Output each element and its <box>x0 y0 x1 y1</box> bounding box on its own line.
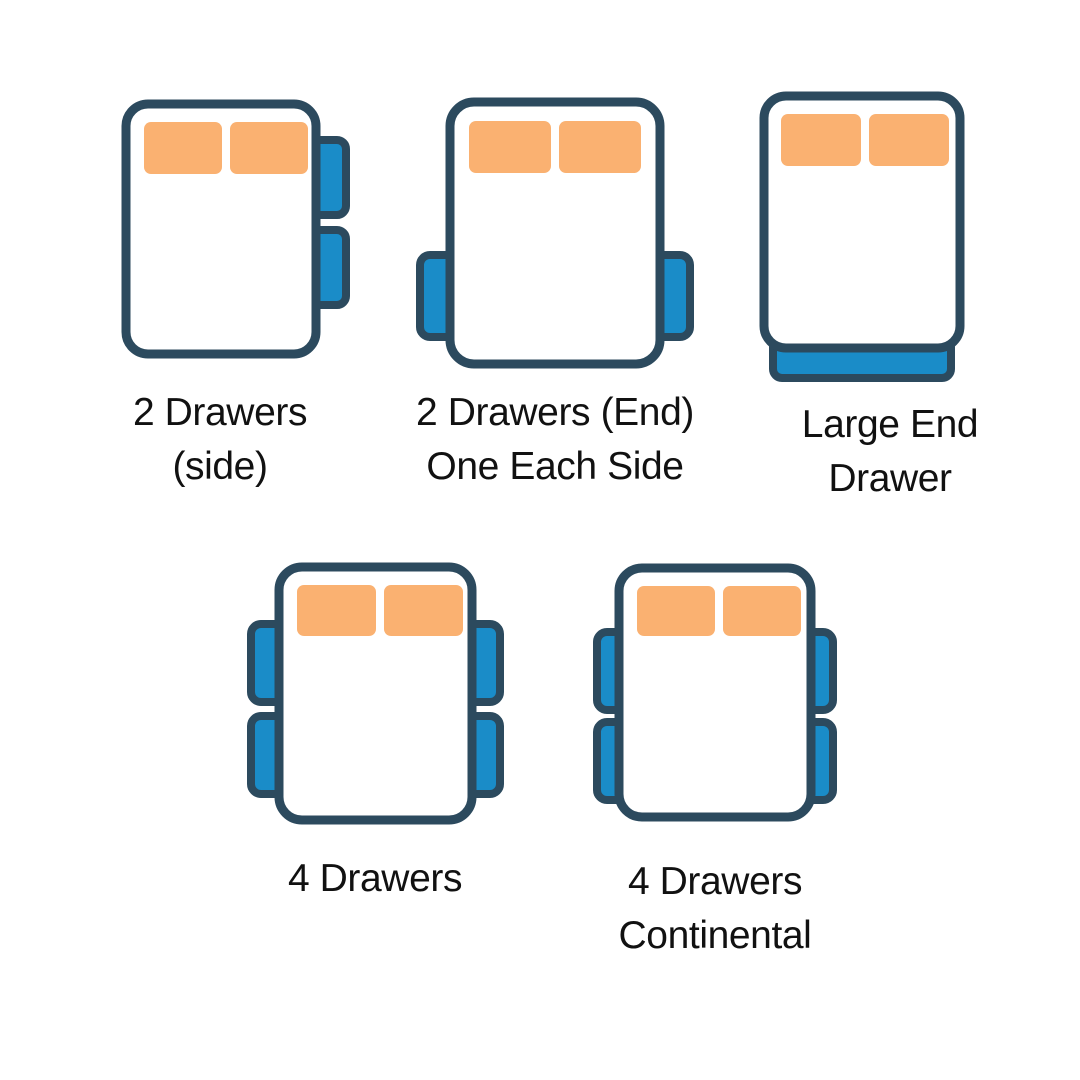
pillow-left <box>297 585 376 636</box>
pillow-right <box>559 121 641 173</box>
bed-option-label: 4 Drawers Continental <box>618 860 812 957</box>
pillow-left <box>144 122 222 174</box>
bed-diagram-large-end-drawer <box>759 91 965 382</box>
bed-option-four-drawers-continental[interactable]: 4 Drawers Continental <box>555 552 875 957</box>
bed-option-four-drawers[interactable]: 4 Drawers <box>215 552 535 900</box>
pillow-left <box>469 121 551 173</box>
bed-diagram-four-drawers-continental <box>593 563 837 822</box>
pillow-right <box>384 585 463 636</box>
bed-option-label: 2 Drawers (side) <box>132 391 308 488</box>
pillow-left <box>637 586 715 636</box>
pillow-left <box>781 114 861 166</box>
bed-diagram-two-drawers-end <box>416 97 694 369</box>
pillow-right <box>723 586 801 636</box>
bed-option-two-drawers-side[interactable]: 2 Drawers (side) <box>60 88 380 488</box>
bed-option-label: Large End Drawer <box>801 403 979 500</box>
bed-diagram-two-drawers-side <box>121 99 350 359</box>
bed-diagram-four-drawers <box>247 562 504 825</box>
pillow-right <box>230 122 308 174</box>
pillow-right <box>869 114 949 166</box>
bed-option-label: 2 Drawers (End) One Each Side <box>416 391 694 488</box>
bed-option-label: 4 Drawers <box>287 857 463 900</box>
bed-option-two-drawers-end-one-each-side[interactable]: 2 Drawers (End) One Each Side <box>395 88 715 488</box>
bed-option-large-end-drawer[interactable]: Large End Drawer <box>730 80 1050 500</box>
